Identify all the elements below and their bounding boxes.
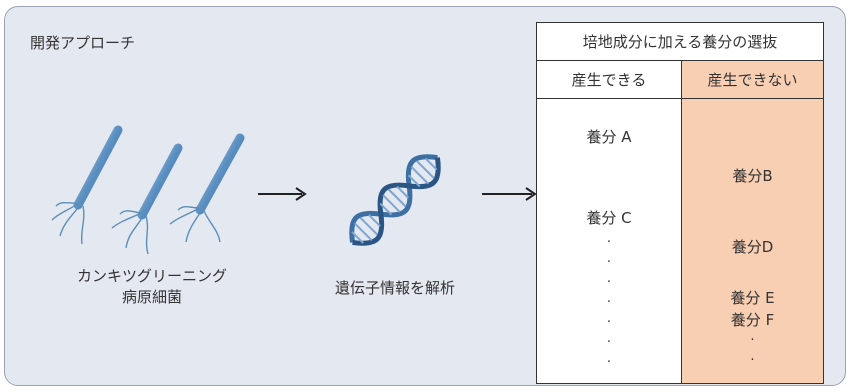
dna-icon [349,154,441,246]
bacteria-label: カンキツグリーニング 病原細菌 [42,266,262,308]
bacterium-1 [51,125,123,245]
bacteria-illustration [51,125,245,255]
nutrient-b: 養分B [732,167,773,185]
bacterium-3 [169,133,245,243]
ellipsis-dot: . [750,349,755,364]
dna-label: 遺伝子情報を解析 [334,279,455,297]
ellipsis-dot: . [606,231,612,246]
ellipsis-dot: . [606,351,612,366]
column-header-producible: 産生できる [537,61,681,99]
panel-title: 開発アプローチ [30,34,136,52]
nutrient-c: 養分 C [586,209,632,227]
column-not-producible: 産生できない 養分B 養分D 養分 E 養分 F . . [682,61,823,383]
nutrient-a: 養分 A [586,128,632,146]
bacterium-2 [111,143,183,255]
nutrient-selection-table: 培地成分に加える養分の選抜 産生できる 養分 A 養分 C . . . . . … [536,22,824,384]
column-header-not-producible: 産生できない [682,61,823,99]
arrow-right-icon [258,187,307,201]
ellipsis-dot: . [750,329,755,344]
ellipsis-dot: . [606,271,612,286]
ellipsis-dot: . [606,331,612,346]
nutrient-d: 養分D [731,238,774,256]
arrow-right-icon [482,187,536,201]
nutrient-e: 養分 E [730,289,775,307]
table-header: 培地成分に加える養分の選抜 [537,23,823,61]
bacteria-label-line1: カンキツグリーニング [76,267,227,285]
nutrient-f: 養分 F [730,311,775,329]
column-producible: 産生できる 養分 A 養分 C . . . . . . . [537,61,682,383]
ellipsis-dot: . [606,251,612,266]
ellipsis-dot: . [606,311,612,326]
ellipsis-dot: . [606,291,612,306]
bacteria-label-line2: 病原細菌 [121,288,182,306]
